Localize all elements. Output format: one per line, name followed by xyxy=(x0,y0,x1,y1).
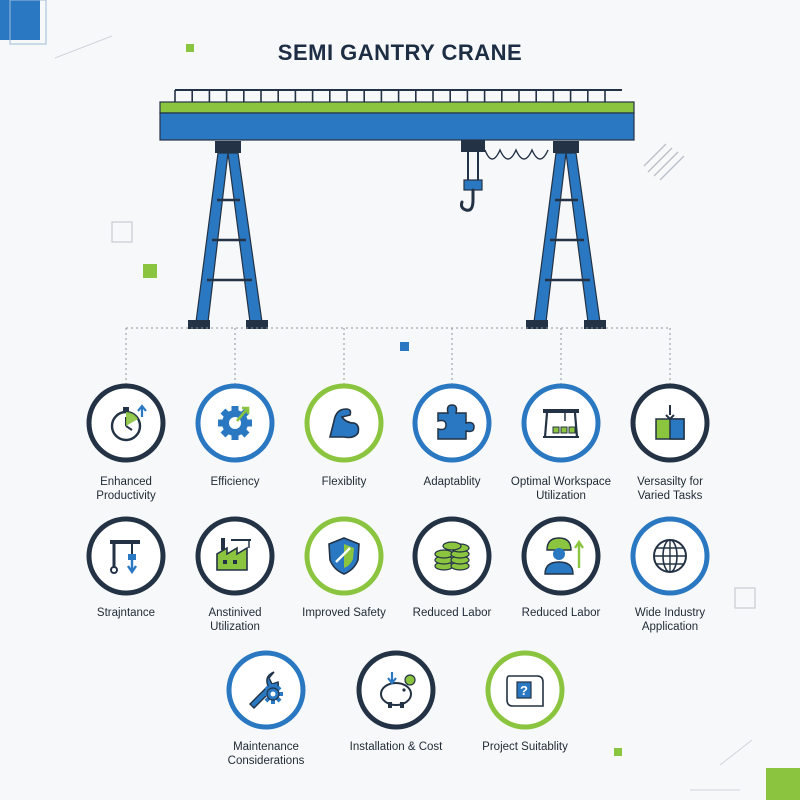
worker-growth-icon xyxy=(544,537,584,575)
girder-beam xyxy=(159,112,635,141)
left-leg xyxy=(188,152,268,329)
flexed-arm-icon xyxy=(328,408,360,439)
gantry-workspace-icon xyxy=(543,409,579,438)
node-ring xyxy=(86,516,166,596)
benefit-node xyxy=(630,383,710,463)
globe-icon xyxy=(653,539,687,573)
benefit-node xyxy=(356,650,436,730)
benefit-node xyxy=(86,383,166,463)
coin-stack-icon xyxy=(434,541,470,571)
page-title: SEMI GANTRY CRANE xyxy=(277,40,523,65)
benefit-label: Adaptablity xyxy=(423,476,481,488)
benefit-label: Efficiency xyxy=(210,476,260,488)
benefit-label: Installation & Cost xyxy=(349,741,443,753)
piggy-bank-icon xyxy=(380,672,416,708)
festoon-cable xyxy=(484,148,549,160)
hatch-pattern xyxy=(643,143,685,181)
crane-box-icon xyxy=(655,405,685,440)
connector-lines xyxy=(125,327,671,384)
benefit-node xyxy=(304,383,384,463)
crane-lift-icon xyxy=(110,540,140,575)
semi-gantry-crane-illustration xyxy=(159,89,635,329)
svg-text:?: ? xyxy=(520,683,528,698)
deco-green-dot xyxy=(186,44,194,52)
benefit-node xyxy=(195,383,275,463)
gear-arrow-icon xyxy=(218,406,252,440)
benefit-label: Improved Safety xyxy=(302,607,386,619)
factory-icon xyxy=(216,538,251,571)
benefit-node xyxy=(226,650,306,730)
benefit-label: Reduced Labor xyxy=(412,607,492,619)
benefit-node xyxy=(521,383,601,463)
girder-rail xyxy=(159,101,635,114)
puzzle-piece-icon xyxy=(437,404,475,440)
benefit-node: ? xyxy=(485,650,565,730)
benefit-label: Flexiblity xyxy=(321,476,367,488)
benefit-node xyxy=(412,516,492,596)
benefit-node xyxy=(195,516,275,596)
right-leg xyxy=(526,152,606,329)
benefit-node xyxy=(304,516,384,596)
benefit-label: Strajntance xyxy=(96,607,156,619)
blueprint-question-icon: ? xyxy=(506,675,544,707)
shield-icon xyxy=(328,537,360,575)
benefit-node xyxy=(630,516,710,596)
trolley-hook xyxy=(460,140,485,212)
wrench-gear-icon xyxy=(249,671,283,709)
benefit-label: Project Suitablity xyxy=(482,741,568,753)
benefit-node xyxy=(412,383,492,463)
stopwatch-icon xyxy=(110,404,147,442)
corner-square-blue xyxy=(0,0,40,40)
benefit-node xyxy=(86,516,166,596)
benefit-label: Reduced Labor xyxy=(521,607,601,619)
node-ring xyxy=(521,383,601,463)
benefit-nodes: ? xyxy=(86,383,710,730)
benefit-node xyxy=(521,516,601,596)
girder-railing xyxy=(174,89,622,102)
